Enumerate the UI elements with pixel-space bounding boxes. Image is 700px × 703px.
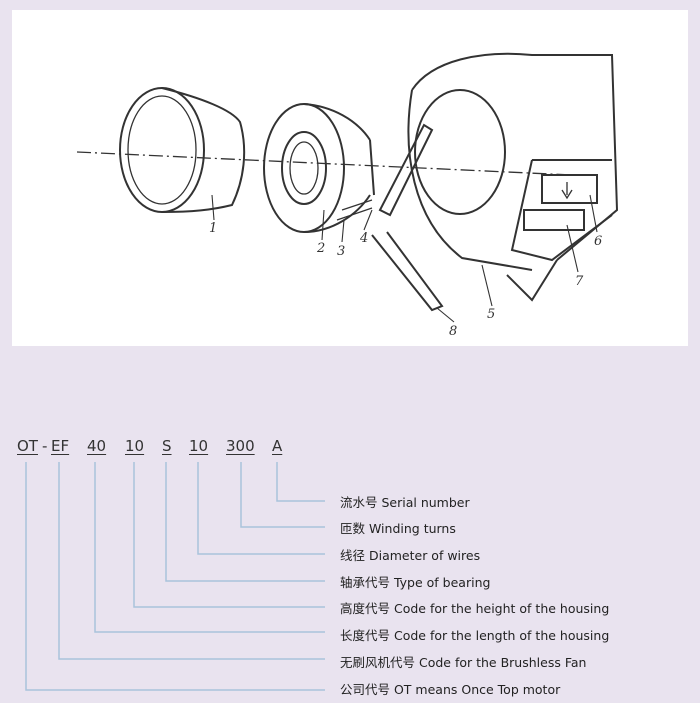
code-dash: - — [42, 437, 48, 455]
part-number-label: 7 — [575, 274, 584, 289]
part-number-label: 1 — [209, 221, 217, 236]
legend-housing-height: 高度代号 Code for the height of the housing — [340, 601, 610, 616]
code-height: 10 — [125, 437, 145, 455]
legend-wire-diameter: 线径 Diameter of wires — [340, 548, 481, 563]
code-company: OT — [17, 437, 38, 455]
part-number-label: 6 — [594, 234, 602, 249]
part-number-label: 2 — [316, 241, 325, 256]
code-length: 40 — [87, 437, 107, 455]
fan-exploded-drawing: 1 2 3 4 8 5 7 6 — [12, 10, 688, 346]
legend-serial-number: 流水号 Serial number — [340, 495, 470, 510]
part-number-label: 8 — [449, 324, 457, 339]
part-number-label: 4 — [359, 231, 368, 246]
legend-winding-turns: 匝数 Winding turns — [340, 521, 456, 536]
part-number-label: 5 — [487, 307, 495, 322]
code-winding-turns: 300 — [226, 437, 255, 455]
code-bearing: S — [162, 437, 172, 455]
code-serial: A — [272, 437, 283, 455]
code-wire-diameter: 10 — [189, 437, 209, 455]
code-brushless-fan: EF — [51, 437, 70, 455]
legend-housing-length: 长度代号 Code for the length of the housing — [340, 628, 610, 643]
legend-brushless-fan: 无刷风机代号 Code for the Brushless Fan — [340, 655, 587, 670]
legend-bearing-type: 轴承代号 Type of bearing — [340, 575, 491, 590]
legend-company-code: 公司代号 OT means Once Top motor — [340, 682, 561, 697]
part-number-label: 3 — [337, 244, 345, 259]
